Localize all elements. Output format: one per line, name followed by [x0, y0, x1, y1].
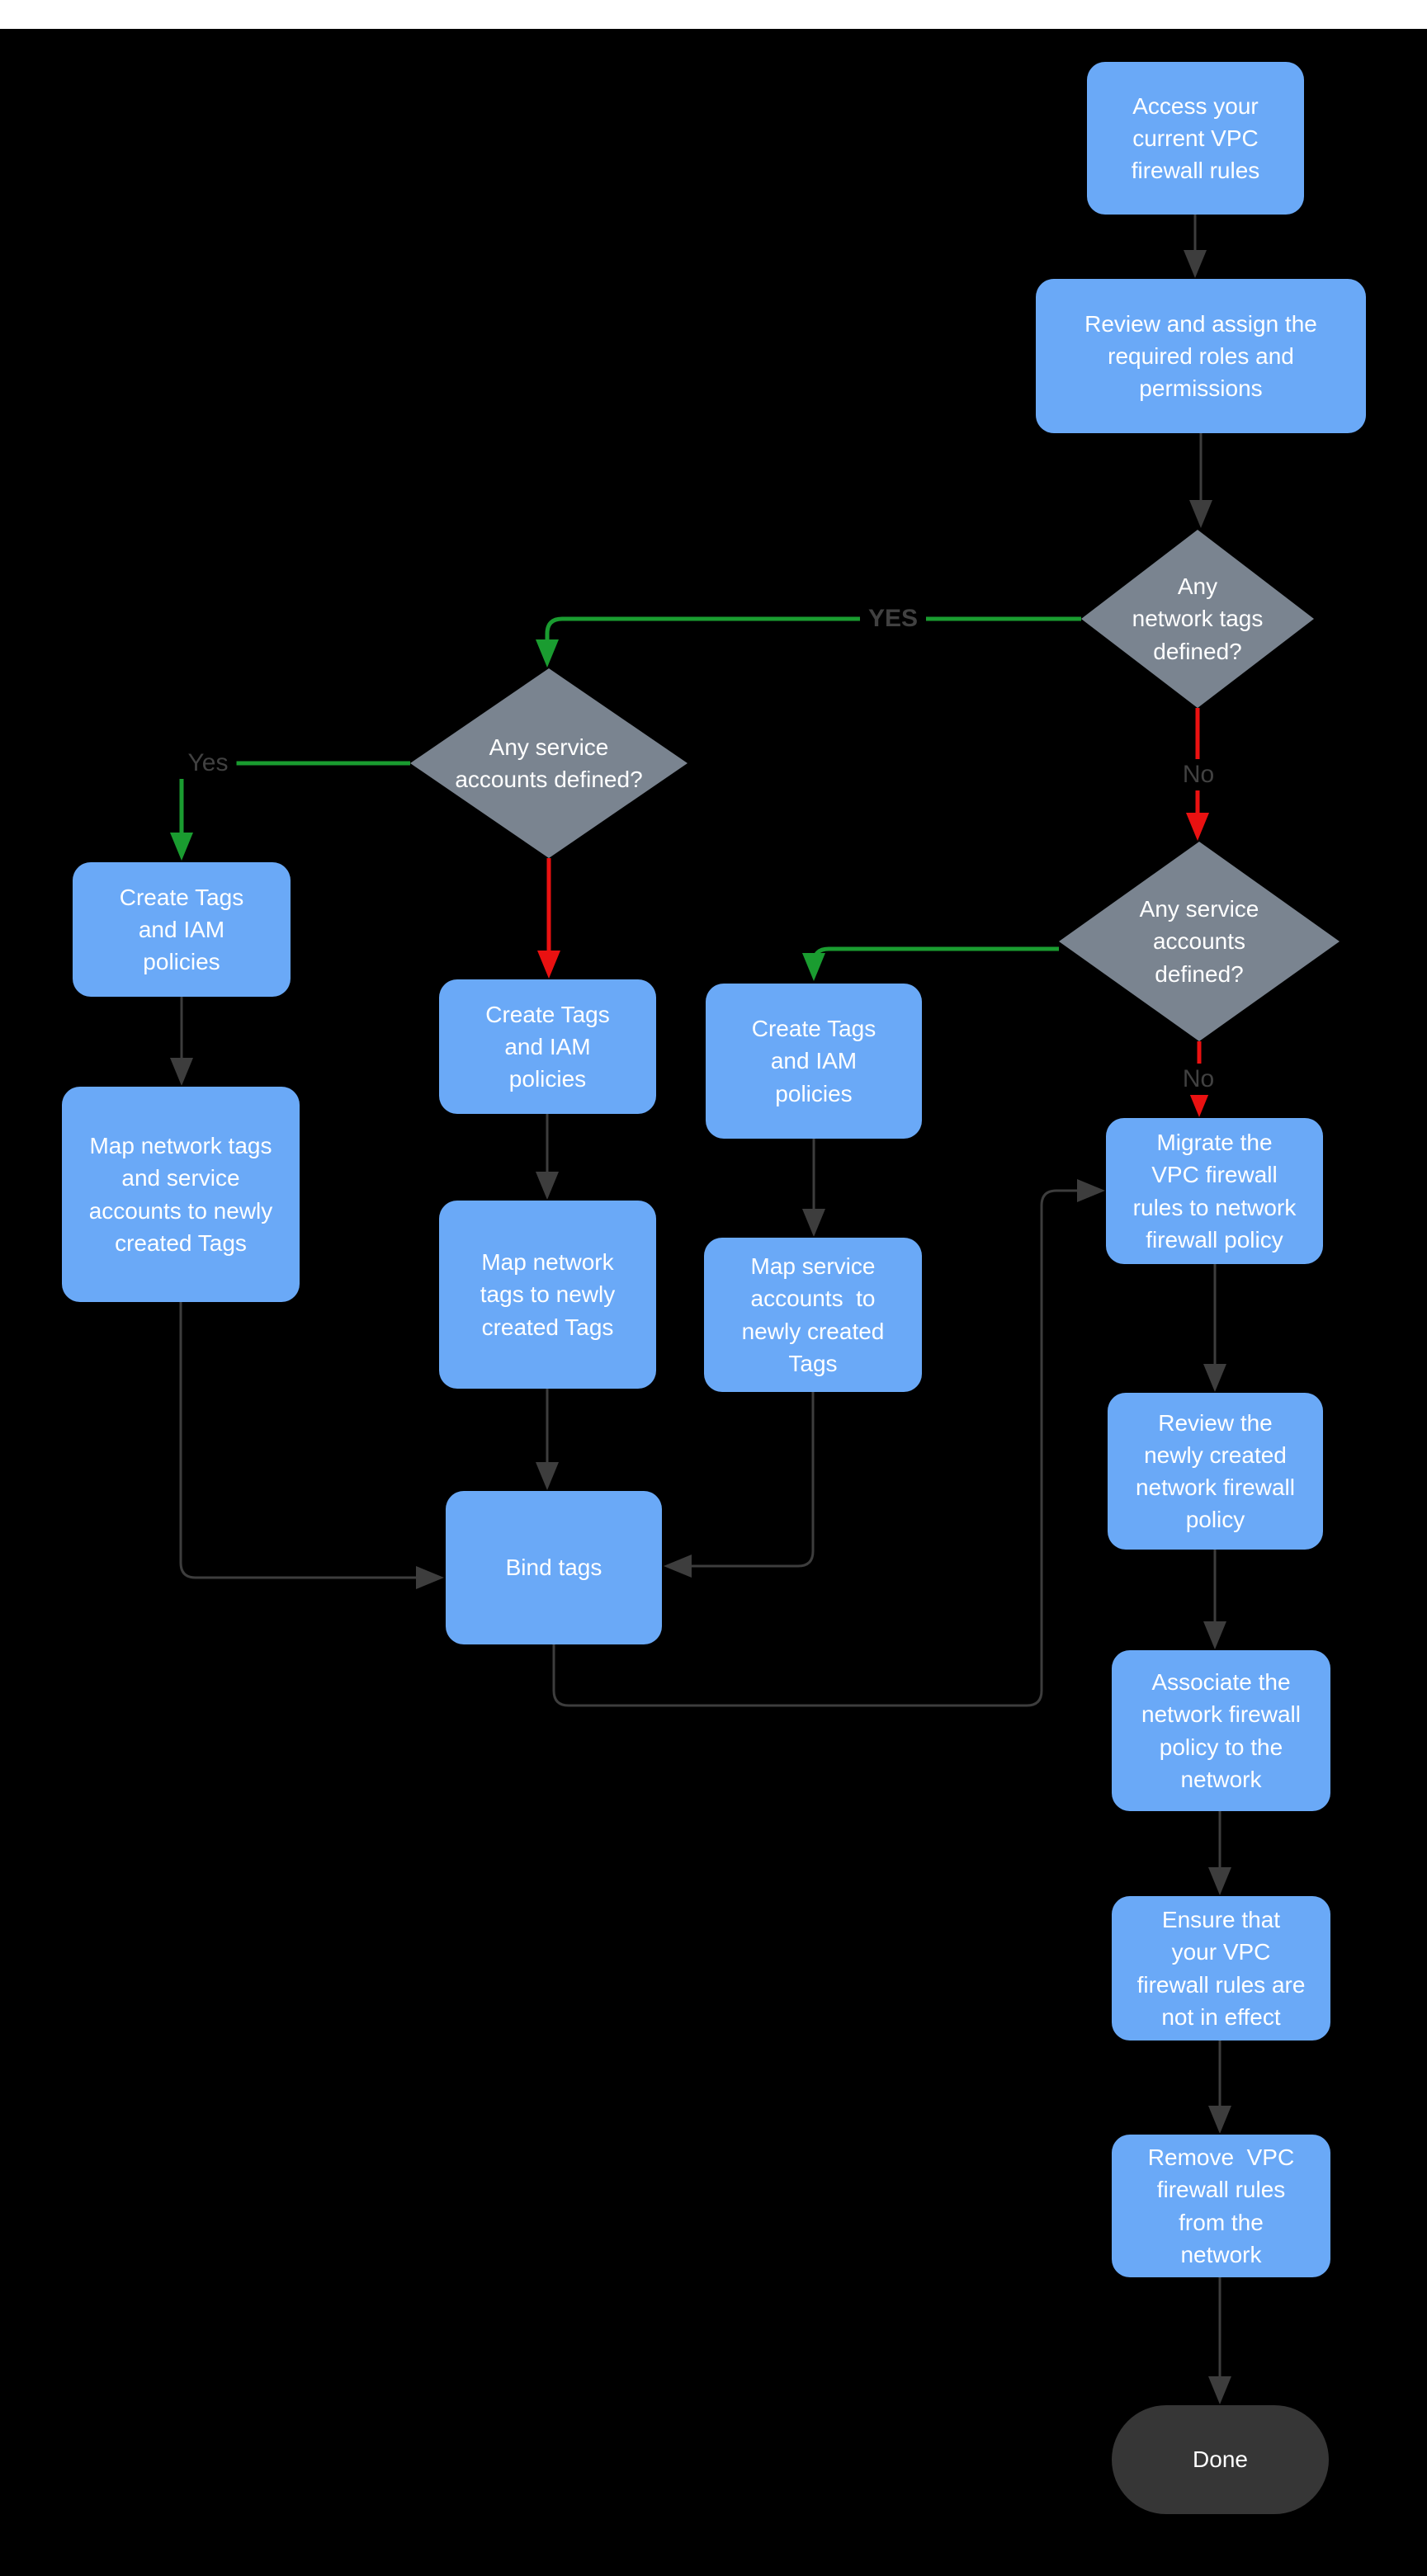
arrow-yes-service-accounts-right: [802, 946, 1059, 981]
node-create-tags-iam-mid: Create Tags and IAM policies: [439, 979, 656, 1114]
arrow-yes-network-tags: [536, 616, 1081, 668]
edge-label-yes-network-tags: YES: [859, 603, 927, 635]
node-bind-tags: Bind tags: [446, 1491, 662, 1644]
node-map-network-tags-service-accounts: Map network tags and service accounts to…: [62, 1087, 300, 1302]
node-remove-vpc-firewall-rules: Remove VPC firewall rules from the netwo…: [1112, 2135, 1330, 2277]
node-create-tags-iam-right: Create Tags and IAM policies: [706, 984, 922, 1139]
node-done: Done: [1112, 2405, 1329, 2514]
node-access-vpc-firewall-rules: Access your current VPC firewall rules: [1087, 62, 1304, 215]
node-associate-policy-to-network: Associate the network firewall policy to…: [1112, 1650, 1330, 1811]
arrow-bind-tags-to-migrate: [552, 1179, 1105, 1707]
node-map-service-accounts: Map service accounts to newly created Ta…: [704, 1238, 922, 1392]
arrow-map-right-to-bind-tags: [664, 1392, 815, 1578]
node-map-network-tags: Map network tags to newly created Tags: [439, 1201, 656, 1389]
node-review-roles-permissions: Review and assign the required roles and…: [1036, 279, 1366, 433]
node-ensure-rules-not-in-effect: Ensure that your VPC firewall rules are …: [1112, 1896, 1330, 2041]
edge-label-no-service-accounts: No: [1174, 1064, 1223, 1095]
node-review-network-firewall-policy: Review the newly created network firewal…: [1108, 1393, 1323, 1550]
node-create-tags-iam-left: Create Tags and IAM policies: [73, 862, 291, 997]
edge-label-yes-service-accounts: Yes: [179, 748, 237, 779]
edge-label-no-network-tags: No: [1174, 759, 1223, 790]
arrow-map-left-to-bind-tags: [179, 1302, 444, 1589]
top-margin-bar: [0, 0, 1427, 29]
node-migrate-vpc-rules: Migrate the VPC firewall rules to networ…: [1106, 1118, 1323, 1264]
